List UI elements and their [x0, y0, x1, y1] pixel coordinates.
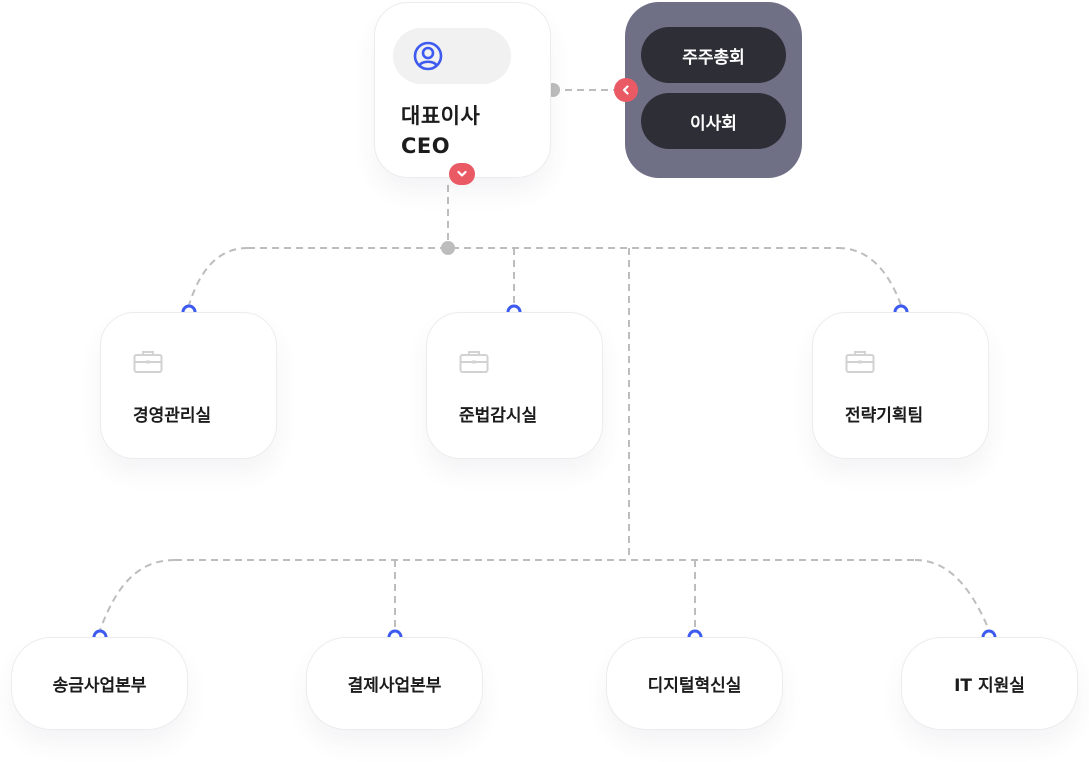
briefcase-icon	[845, 351, 875, 373]
governance-toggle[interactable]	[614, 78, 638, 102]
ceo-title-korean: 대표이사	[401, 104, 481, 128]
connector-dept-1	[188, 247, 249, 306]
division-card-it-support[interactable]: IT 지원실	[901, 637, 1078, 730]
board-of-directors-button[interactable]: 이사회	[641, 93, 786, 149]
chevron-left-icon	[622, 85, 629, 95]
division-label: IT 지원실	[954, 676, 1025, 696]
connector-div-4	[914, 559, 990, 631]
dept-card-management[interactable]: 경영관리실	[100, 312, 277, 459]
division-card-payment[interactable]: 결제사업본부	[306, 637, 483, 730]
connector-dept-3	[837, 247, 902, 306]
briefcase-icon	[459, 351, 489, 373]
dept-label: 준법감시실	[459, 406, 538, 426]
division-card-remittance[interactable]: 송금사업본부	[11, 637, 188, 730]
chevron-down-icon	[457, 170, 467, 177]
junction-dot-depts	[441, 241, 455, 255]
dept-label: 경영관리실	[133, 406, 212, 426]
ceo-collapse-toggle[interactable]	[449, 163, 475, 185]
dept-card-strategy[interactable]: 전략기획팀	[812, 312, 989, 459]
division-label: 디지털혁신실	[647, 676, 742, 696]
connector-div-1	[99, 559, 176, 631]
shareholders-meeting-button[interactable]: 주주총회	[641, 27, 786, 83]
briefcase-icon	[133, 351, 163, 373]
governance-panel: 주주총회 이사회	[625, 2, 802, 178]
division-card-digital-innovation[interactable]: 디지털혁신실	[606, 637, 783, 730]
dept-label: 전략기획팀	[845, 406, 924, 426]
dept-card-compliance[interactable]: 준법감시실	[426, 312, 603, 459]
division-label: 결제사업본부	[347, 676, 442, 696]
ceo-title: 대표이사 CEO	[401, 101, 480, 161]
division-label: 송금사업본부	[52, 676, 147, 696]
ceo-title-english: CEO	[401, 134, 451, 158]
ceo-card[interactable]: 대표이사 CEO	[374, 2, 551, 178]
user-circle-icon	[413, 41, 443, 71]
ceo-avatar-pill	[393, 28, 511, 84]
